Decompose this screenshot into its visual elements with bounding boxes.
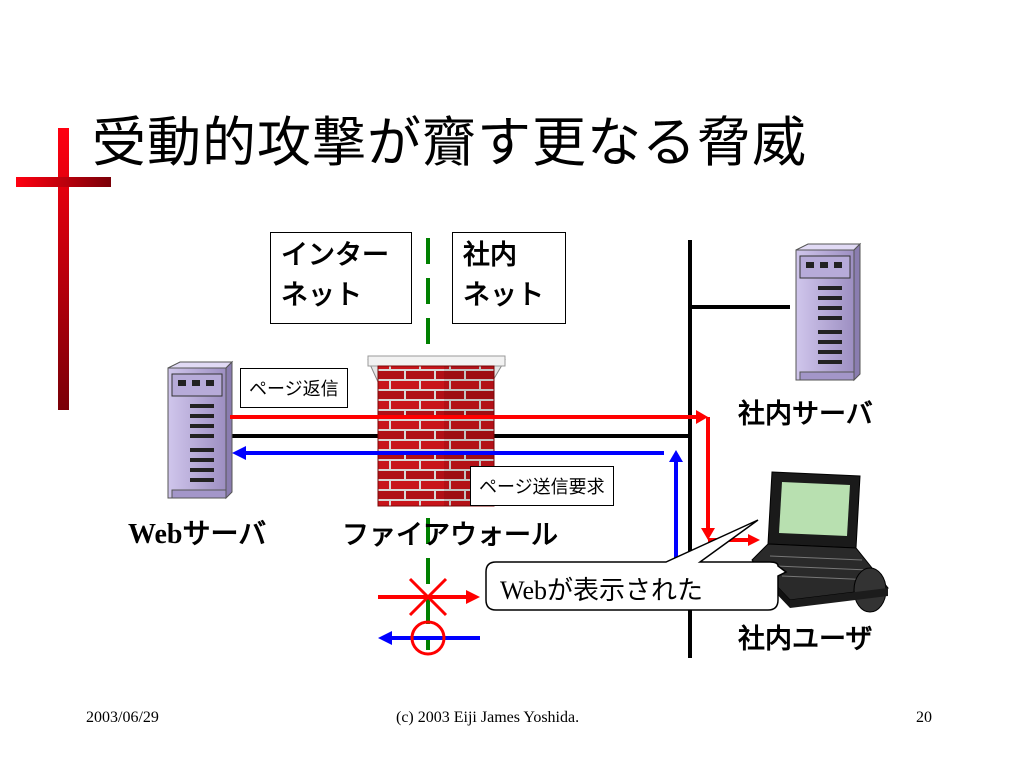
web-server-icon [167,360,234,500]
blocked-arrow [378,577,480,617]
internal-user-label: 社内ユーザ [738,624,873,655]
web-server-label-latin: Web [128,519,183,550]
firewall-icon [367,355,506,507]
page-title: 受動的攻撃が齎す更なる脅威 [92,111,807,174]
callout-text: Webが表示された [500,570,703,607]
web-server-label: Webサーバ [128,512,266,552]
intranet-zone-label: 社内 ネット [452,232,566,324]
internal-server-icon [795,242,862,382]
callout-text-rest: が表示された [547,576,704,606]
internet-label-line1: インター [281,240,389,271]
page-request-flow [232,446,683,560]
allowed-arrow [378,620,480,656]
intranet-label-line2: ネット [463,280,544,311]
web-server-label-kana: サーバ [182,517,267,550]
internet-label-line2: ネット [281,280,362,311]
firewall-label: ファイアウォール [342,520,558,551]
page-request-label: ページ送信要求 [470,466,614,506]
footer-page-number: 20 [916,709,932,726]
internet-zone-label: インター ネット [270,232,412,324]
footer-copyright: (c) 2003 Eiji James Yoshida. [396,709,580,726]
circle-mark-icon [410,620,446,656]
page-reply-label: ページ返信 [240,368,348,408]
callout-text-latin: Web [500,576,547,605]
intranet-label-line1: 社内 [463,240,517,271]
decorative-cross [16,128,111,410]
callout-bubble [485,519,788,611]
footer-date: 2003/06/29 [86,709,159,726]
internal-server-label: 社内サーバ [738,399,873,430]
